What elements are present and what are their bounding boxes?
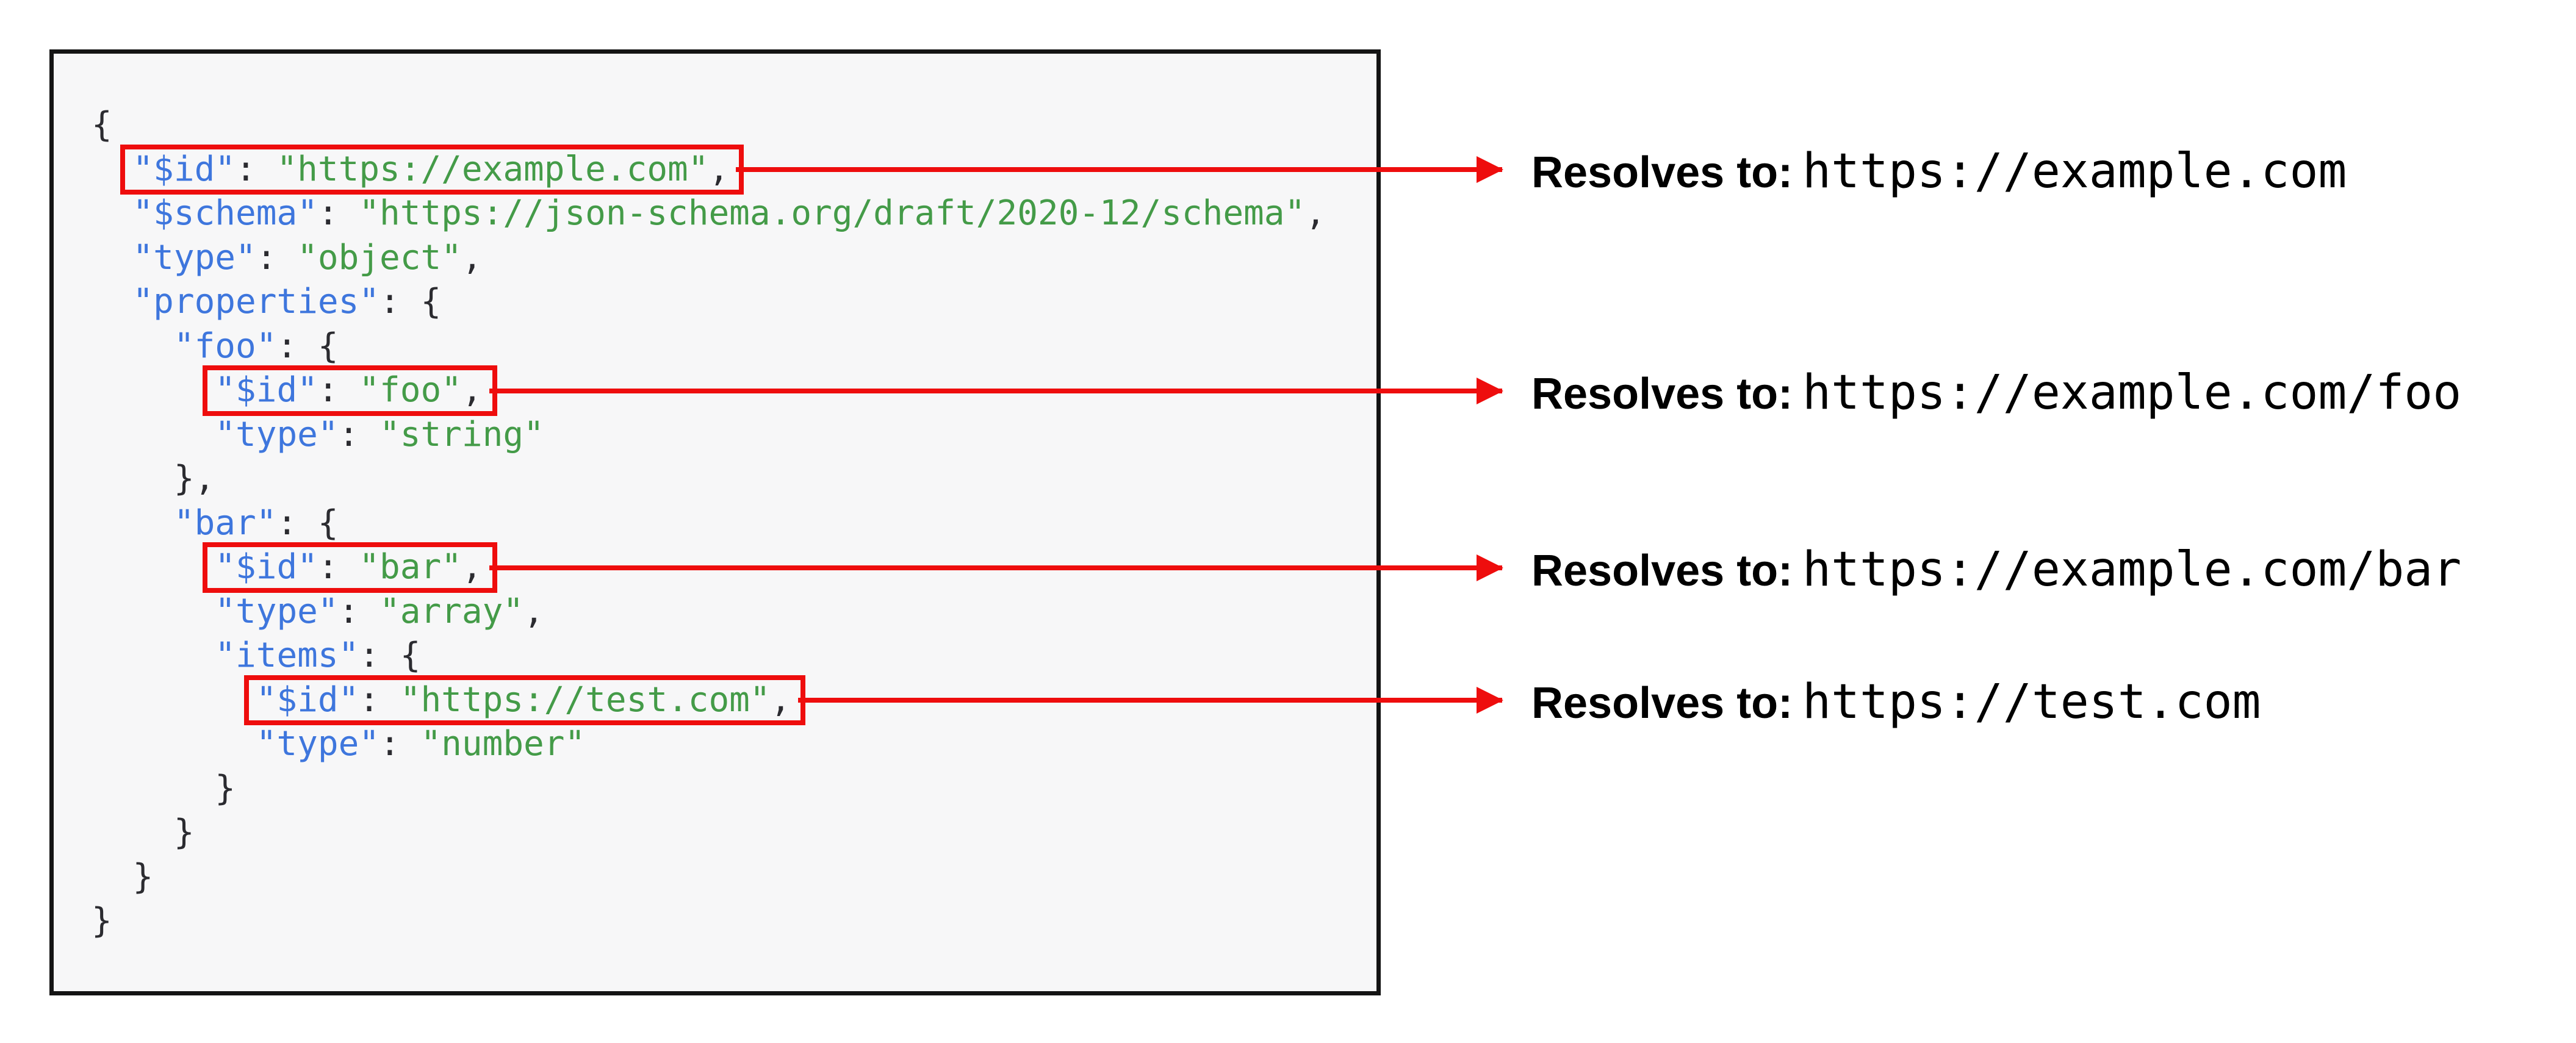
code-line: { — [92, 103, 1326, 148]
json-punctuation: { — [92, 105, 112, 145]
json-punctuation: , — [770, 679, 791, 720]
resolved-uri: https://test.com — [1802, 675, 2261, 729]
json-punctuation: , — [1305, 193, 1326, 233]
json-string: "object" — [297, 237, 462, 278]
code-line: }, — [92, 457, 1326, 501]
code-line: "type": "string" — [92, 413, 1326, 457]
json-punctuation: , — [461, 547, 483, 587]
resolution-arrow-4 — [798, 698, 1502, 703]
json-string: "https://test.com" — [400, 679, 771, 720]
code-line: "bar": { — [92, 501, 1326, 546]
resolved-uri: https://example.com/foo — [1802, 365, 2462, 420]
json-punctuation: : — [338, 591, 380, 631]
json-string: "array" — [380, 591, 524, 631]
code-line: "type": "object", — [92, 236, 1326, 281]
json-punctuation: : { — [276, 503, 339, 543]
json-schema-code-box — [49, 49, 1381, 995]
json-punctuation: , — [461, 237, 483, 278]
json-punctuation: : — [256, 237, 298, 278]
json-punctuation: , — [523, 591, 544, 631]
json-key: "items" — [215, 636, 359, 675]
json-string: "foo" — [359, 370, 462, 410]
resolved-uri: https://example.com/bar — [1802, 542, 2462, 597]
resolves-label: Resolves to: — [1531, 148, 1793, 197]
json-punctuation: } — [173, 812, 195, 852]
json-punctuation: : { — [380, 282, 442, 321]
json-key: "$id" — [132, 149, 236, 189]
resolves-label: Resolves to: — [1531, 370, 1793, 418]
code-line: "foo": { — [92, 324, 1326, 369]
resolution-arrow-1 — [736, 167, 1502, 172]
json-string: "https://json-schema.org/draft/2020-12/s… — [359, 193, 1306, 233]
json-punctuation: : — [317, 547, 359, 587]
json-punctuation: , — [708, 149, 730, 189]
code-line: } — [92, 899, 1326, 944]
code-line: "$id": "foo", — [92, 365, 1326, 415]
code-line: "$schema": "https://json-schema.org/draf… — [92, 192, 1326, 236]
json-schema-code: { "$id": "https://example.com", "$schema… — [92, 103, 1326, 944]
code-line: } — [92, 811, 1326, 855]
json-punctuation: : { — [359, 636, 421, 675]
resolves-annotation-1: Resolves to:https://example.com — [1531, 144, 2347, 199]
resolves-annotation-3: Resolves to:https://example.com/bar — [1531, 542, 2461, 597]
json-key: "properties" — [132, 282, 380, 321]
json-key: "$id" — [215, 370, 318, 410]
json-key: "type" — [215, 591, 339, 631]
json-punctuation: , — [461, 370, 483, 410]
id-highlight-box: "$id": "https://test.com", — [243, 675, 805, 725]
json-string: "number" — [420, 724, 586, 764]
resolution-arrow-3 — [489, 565, 1502, 570]
json-string: "https://example.com" — [276, 149, 709, 189]
code-line: "properties": { — [92, 280, 1326, 324]
resolves-label: Resolves to: — [1531, 679, 1793, 728]
json-punctuation: : — [380, 724, 421, 764]
id-highlight-box: "$id": "bar", — [203, 542, 497, 592]
json-key: "type" — [215, 414, 339, 454]
id-highlight-box: "$id": "foo", — [203, 365, 497, 415]
json-punctuation: } — [215, 768, 236, 808]
json-key: "$id" — [256, 679, 359, 720]
json-punctuation: } — [132, 856, 154, 897]
code-line: "items": { — [92, 634, 1326, 678]
json-key: "type" — [256, 724, 380, 764]
resolves-label: Resolves to: — [1531, 547, 1793, 595]
code-line: "type": "array", — [92, 590, 1326, 634]
json-key: "type" — [132, 237, 256, 278]
json-key: "$id" — [215, 547, 318, 587]
json-punctuation: } — [92, 901, 112, 941]
json-key: "$schema" — [132, 193, 318, 233]
code-line: "type": "number" — [92, 722, 1326, 767]
json-string: "string" — [380, 414, 544, 454]
resolves-annotation-2: Resolves to:https://example.com/foo — [1531, 365, 2461, 420]
json-string: "bar" — [359, 547, 462, 587]
json-punctuation: : — [236, 149, 277, 189]
json-punctuation: : — [359, 679, 400, 720]
json-punctuation: : — [317, 193, 359, 233]
json-punctuation: : { — [276, 326, 339, 366]
json-punctuation: }, — [173, 459, 215, 498]
json-key: "bar" — [173, 503, 277, 543]
resolves-annotation-4: Resolves to:https://test.com — [1531, 675, 2261, 729]
json-punctuation: : — [338, 414, 380, 454]
code-line: } — [92, 855, 1326, 900]
resolved-uri: https://example.com — [1802, 144, 2347, 199]
id-highlight-box: "$id": "https://example.com", — [120, 144, 744, 195]
json-punctuation: : — [317, 370, 359, 410]
json-key: "foo" — [173, 326, 277, 366]
code-line: } — [92, 767, 1326, 811]
resolution-arrow-2 — [489, 389, 1502, 393]
